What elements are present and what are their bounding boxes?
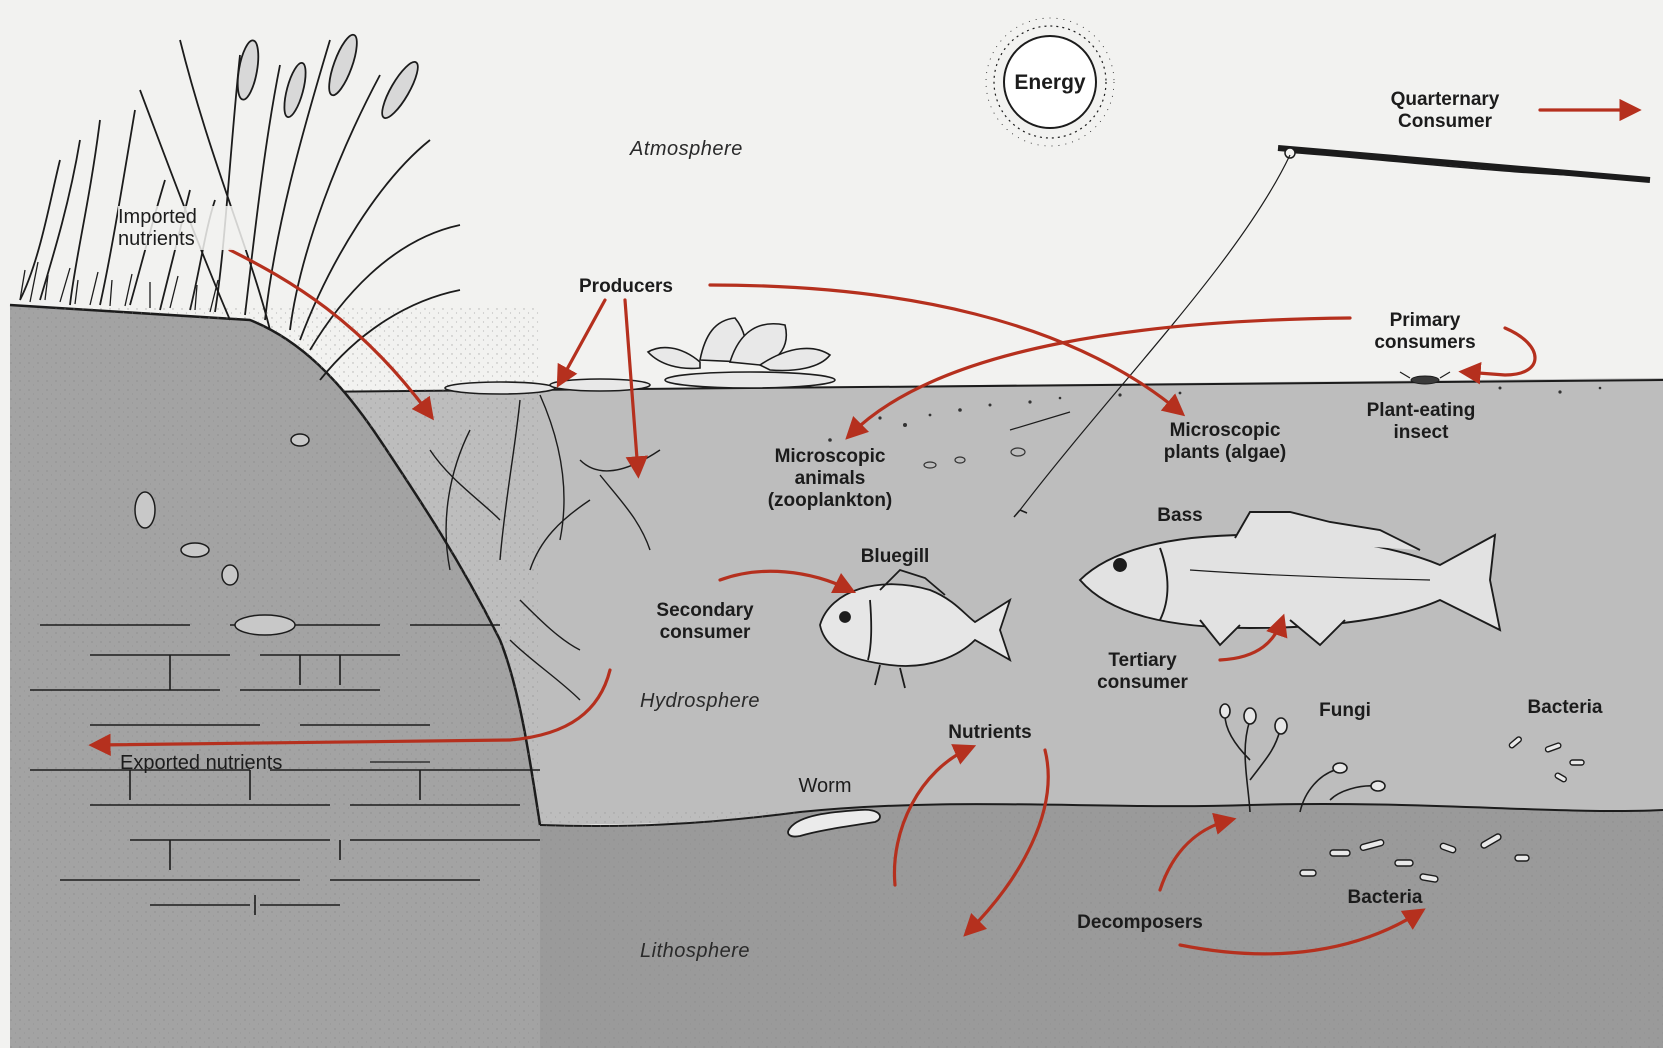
imported-nutrients-label: Imported nutrients: [118, 206, 248, 250]
lithosphere-label: Lithosphere: [640, 940, 750, 963]
hydrosphere-label: Hydrosphere: [640, 690, 760, 713]
decomposers-label: Decomposers: [1055, 912, 1225, 934]
tertiary-consumer-label: Tertiary consumer: [1065, 650, 1220, 694]
exported-nutrients-label: Exported nutrients: [120, 752, 380, 774]
atmosphere-label: Atmosphere: [630, 138, 743, 161]
producers-label: Producers: [556, 276, 696, 298]
energy-label: Energy: [1003, 72, 1097, 94]
fungi-label: Fungi: [1300, 700, 1390, 722]
arrow-producers-left: [560, 300, 605, 382]
quaternary-consumer-label: Quarternary Consumer: [1360, 89, 1530, 133]
nutrients-label: Nutrients: [930, 722, 1050, 744]
microscopic-plants-label: Microscopic plants (algae): [1135, 420, 1315, 464]
worm-label: Worm: [780, 775, 870, 797]
plant-eating-insect-label: Plant-eating insect: [1346, 400, 1496, 444]
secondary-consumer-label: Secondary consumer: [625, 600, 785, 644]
bacteria-top-label: Bacteria: [1510, 697, 1620, 719]
bluegill-label: Bluegill: [845, 546, 945, 568]
microscopic-animals-label: Microscopic animals (zooplankton): [740, 446, 920, 512]
bacteria-bottom-label: Bacteria: [1330, 887, 1440, 909]
primary-consumers-label: Primary consumers: [1350, 310, 1500, 354]
bass-label: Bass: [1145, 505, 1215, 527]
